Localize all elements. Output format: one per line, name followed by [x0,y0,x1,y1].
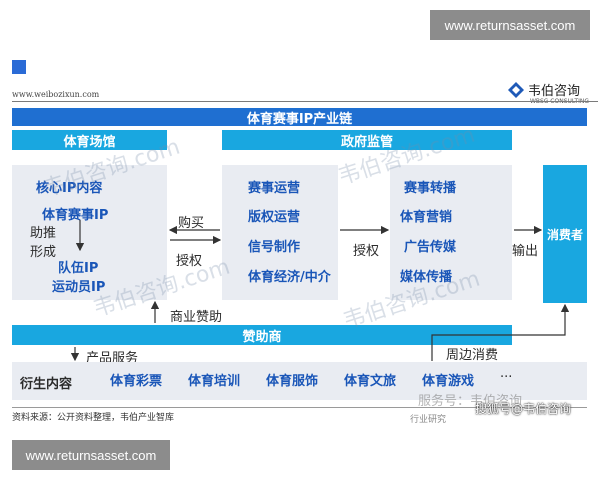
middle-item-2: 版权运营 [248,210,301,225]
derivative-item-4: 体育文旅 [344,374,397,389]
arrow-peripheral [431,303,570,361]
service-account-text: 服务号：韦伯咨询 [418,394,523,409]
right-panel [390,165,512,300]
middle-item-1: 赛事运营 [248,181,301,196]
derivatives-bar [12,362,587,400]
right-item-4: 媒体传播 [400,270,453,285]
left-panel [12,165,167,300]
section-venue-label: 体育场馆 [63,134,116,150]
middle-panel [222,165,338,300]
license-label-2: 授权 [353,244,380,259]
sponsor-label: 赞助商 [242,329,282,345]
title-bar: 体育赛事IP产业链 [12,108,587,127]
athlete-ip: 运动员IP [52,280,106,295]
middle-item-3: 信号制作 [248,240,301,255]
event-ip: 体育赛事IP [42,208,109,223]
derivative-item-2: 体育培训 [188,374,241,389]
form-label: 形成 [30,245,57,260]
consumer-bar: 消费者 [543,165,587,303]
derivative-item-1: 体育彩票 [110,374,163,389]
service-account-overlay: 服务号：韦伯咨询 [418,390,522,409]
source-note-right: 行业研究 [410,415,447,425]
derivative-item-3: 体育服饰 [266,374,319,389]
buy-label: 购买 [178,216,205,231]
team-ip: 队伍IP [58,261,99,276]
core-ip-content: 核心IP内容 [36,181,103,196]
right-item-3: 广告传媒 [404,240,457,255]
section-venue: 体育场馆 [12,130,167,150]
license-label-1: 授权 [176,254,203,269]
section-government-label: 政府监管 [340,134,393,150]
derivative-item-more: ... [500,366,513,381]
sponsorship-label: 商业赞助 [170,310,223,325]
right-item-2: 体育营销 [400,210,453,225]
sponsor-bar: 赞助商 [12,325,512,345]
header-url: www.weibozixun.com [12,90,100,99]
sohu-account-text: 搜狐号@韦伯咨询 [475,402,572,416]
diagram-title: 体育赛事IP产业链 [246,111,353,127]
middle-item-4: 体育经济/中介 [248,270,331,285]
brand-diamond-icon [508,82,524,98]
watermark-badge-top: www.returnsasset.com [430,10,590,40]
consumer-label: 消费者 [546,227,583,242]
promote-label: 助推 [30,226,57,241]
header-divider [12,101,598,102]
brand-name: 韦伯咨询 [528,84,581,99]
sohu-account-overlay: 搜狐号@韦伯咨询 [475,400,571,417]
source-note: 资料来源：公开资料整理，韦伯产业智库 [12,413,175,423]
peripheral-label: 周边消费 [446,348,499,363]
section-government: 政府监管 [222,130,512,150]
right-item-1: 赛事转播 [404,181,457,196]
export-label: 输出 [512,244,539,259]
footer-divider [12,407,587,408]
watermark-badge-bottom: www.returnsasset.com [12,440,170,470]
derivative-item-5: 体育游戏 [422,374,475,389]
derivatives-label: 衍生内容 [20,377,73,392]
watermark-text-top: www.returnsasset.com [444,17,576,33]
watermark-text-bottom: www.returnsasset.com [25,447,157,463]
header-square-icon [12,60,26,74]
